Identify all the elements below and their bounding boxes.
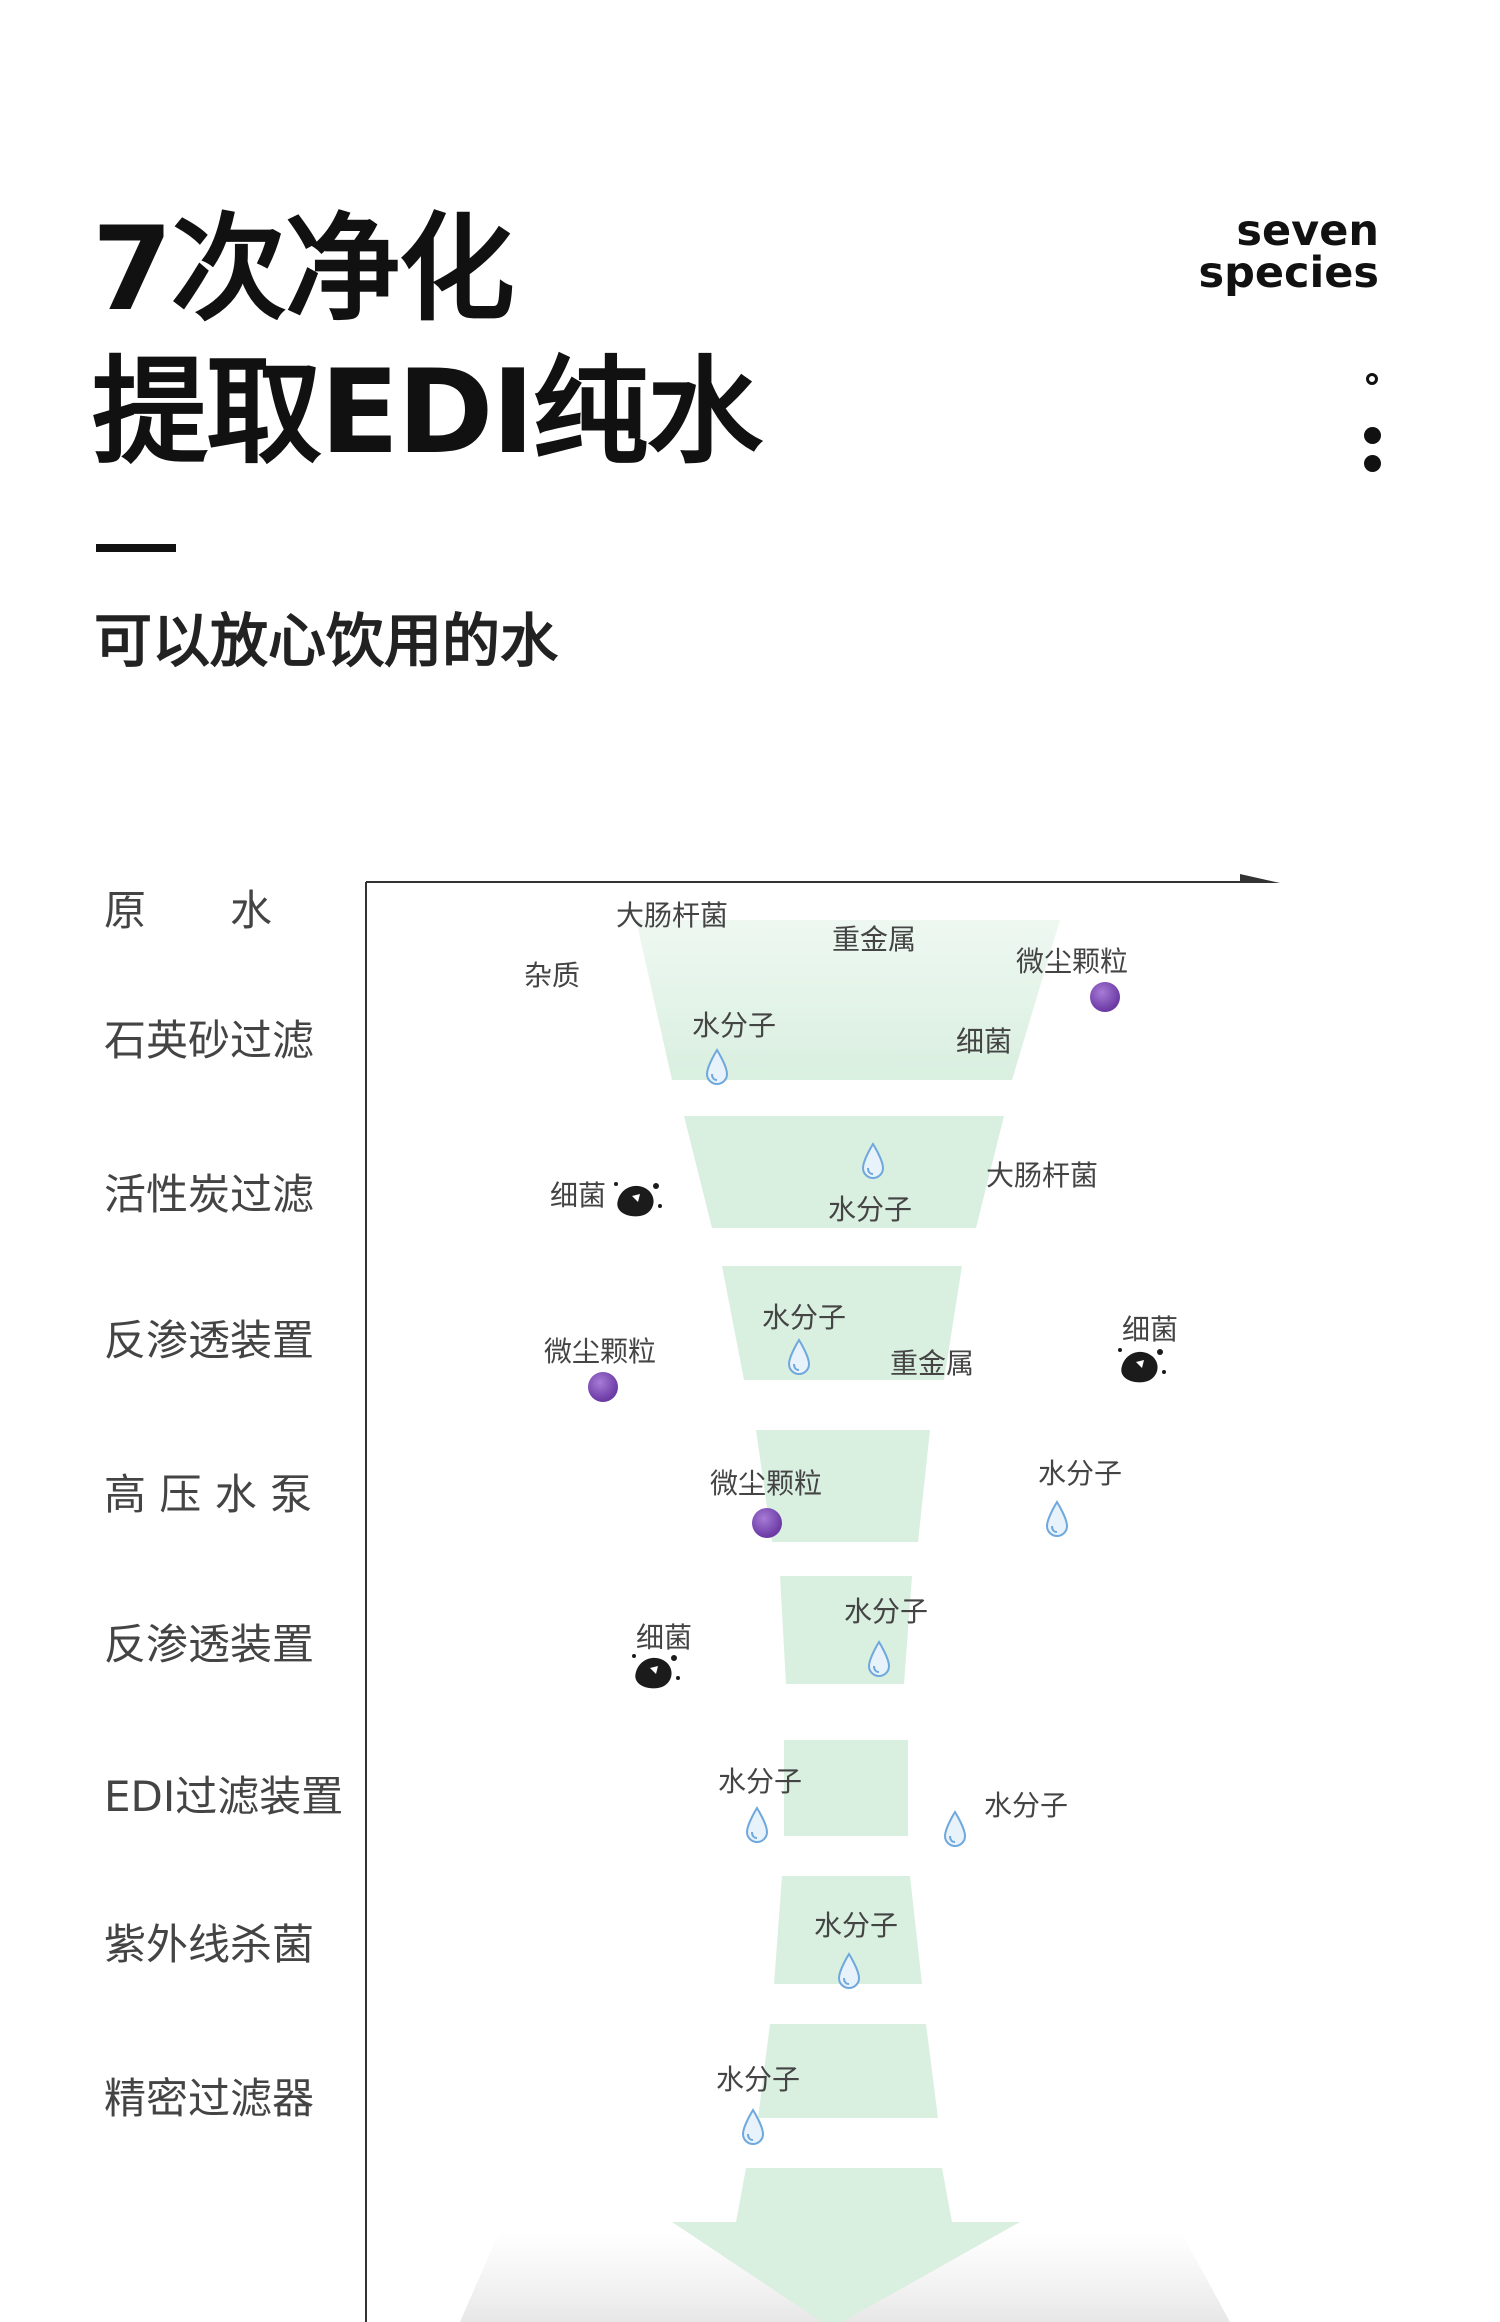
particle-label: 水分子	[1038, 1457, 1123, 1490]
output-arrow	[672, 2168, 1020, 2322]
dust-particle-icon	[588, 1372, 618, 1402]
funnel-segment-1	[636, 920, 1060, 1080]
water-drop-icon	[867, 1640, 891, 1678]
dust-particle-icon	[1090, 982, 1120, 1012]
particle-label: 水分子	[692, 1009, 777, 1042]
funnel-segment-2	[684, 1116, 1004, 1228]
dot-icon	[1364, 427, 1381, 444]
stage-label: 高 压 水 泵	[104, 1470, 313, 1519]
particle-label: 微尘颗粒	[710, 1467, 823, 1500]
water-drop-icon	[787, 1338, 811, 1376]
particle-label: 大肠杆菌	[616, 899, 729, 932]
funnel-segment-8	[758, 2024, 938, 2118]
headline-line-2: 提取EDI纯水	[92, 345, 763, 480]
particle-label: 杂质	[524, 959, 581, 992]
particle-label: 水分子	[762, 1301, 847, 1334]
divider	[96, 544, 176, 552]
particle-label: 水分子	[716, 2063, 801, 2096]
funnel-segment-5	[780, 1576, 912, 1684]
particle-label: 水分子	[828, 1193, 913, 1226]
stage-label: 原 水	[104, 886, 273, 935]
stage-label: EDI过滤装置	[104, 1772, 344, 1821]
particle-label: 大肠杆菌	[986, 1159, 1099, 1192]
stage-label: 精密过滤器	[104, 2074, 315, 2123]
stage-label: 石英砂过滤	[104, 1016, 315, 1065]
water-drop-icon	[861, 1142, 885, 1180]
particle-label: 细菌	[956, 1025, 1013, 1058]
particle-label: 细菌	[636, 1621, 693, 1654]
funnel-segment-7	[774, 1876, 922, 1984]
particle-label: 水分子	[718, 1765, 803, 1798]
particle-label: 水分子	[814, 1909, 899, 1942]
water-drop-icon	[745, 1806, 769, 1844]
stage-label: 反渗透装置	[104, 1316, 315, 1365]
dust-particle-icon	[752, 1508, 782, 1538]
stage-label: 活性炭过滤	[104, 1170, 315, 1219]
subtitle: 可以放心饮用的水	[94, 607, 559, 675]
water-drop-icon	[943, 1810, 967, 1848]
particle-label: 细菌	[550, 1179, 607, 1212]
tagline-line-1: seven	[1236, 206, 1379, 256]
bacteria-icon	[632, 1654, 680, 1689]
particle-label: 水分子	[844, 1595, 929, 1628]
funnel-segment-3	[722, 1266, 962, 1380]
funnel-segment-6	[784, 1740, 908, 1836]
axis-arrow-icon	[1240, 874, 1280, 883]
dot-hollow-icon	[1366, 373, 1378, 385]
particle-label: 微尘颗粒	[544, 1335, 657, 1368]
stage-label: 紫外线杀菌	[104, 1920, 315, 1969]
particle-label: 重金属	[890, 1347, 975, 1380]
particle-label: 微尘颗粒	[1016, 945, 1129, 978]
particle-label: 水分子	[984, 1789, 1069, 1822]
particle-label: 重金属	[832, 923, 917, 956]
headline-line-1: 7次净化	[92, 202, 515, 337]
particle-label: 细菌	[1122, 1313, 1179, 1346]
water-drop-icon	[837, 1952, 861, 1990]
water-drop-icon	[1045, 1500, 1069, 1538]
tagline-line-2: species	[1198, 248, 1379, 298]
dot-icon	[1364, 455, 1381, 472]
bacteria-icon	[1118, 1348, 1166, 1383]
tagline: seven species	[1198, 206, 1379, 298]
bacteria-icon	[614, 1182, 662, 1217]
water-drop-icon	[741, 2108, 765, 2146]
funnel-segment-4	[756, 1430, 930, 1542]
water-drop-icon	[705, 1048, 729, 1086]
stage-label: 反渗透装置	[104, 1620, 315, 1669]
